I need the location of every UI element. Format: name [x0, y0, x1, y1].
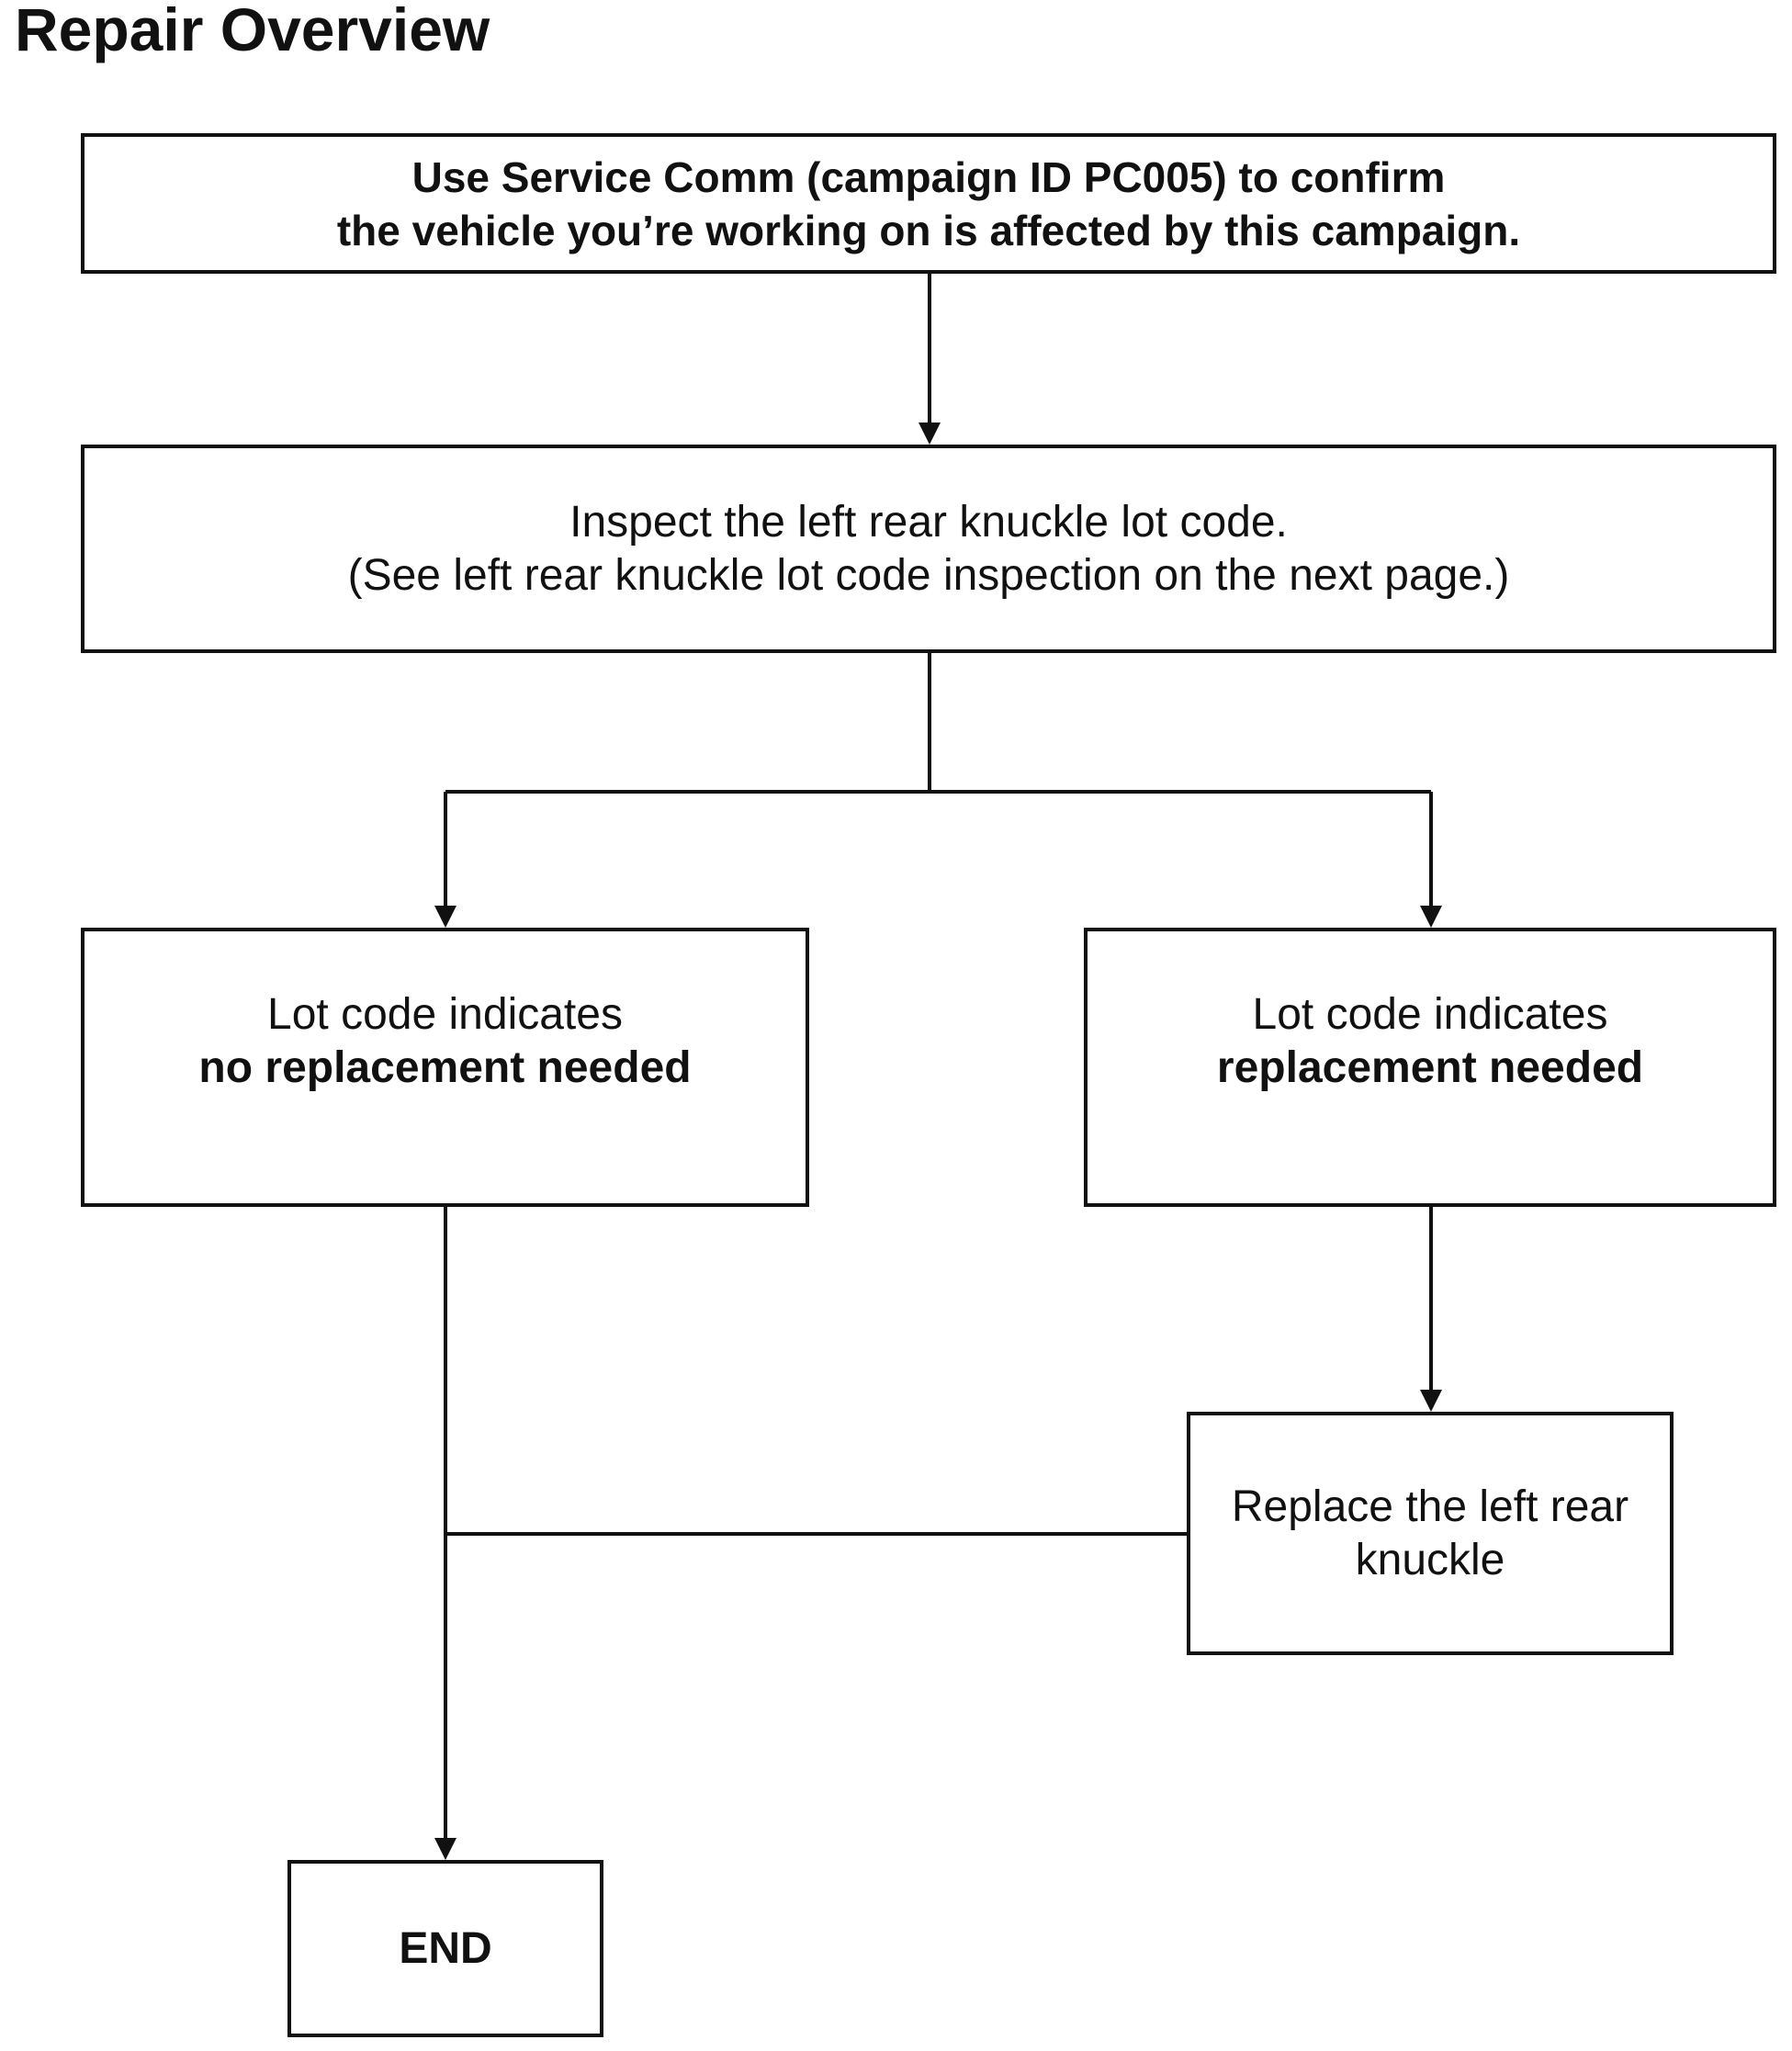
no-replacement-line-1: Lot code indicates: [267, 990, 623, 1039]
no-replacement-needed-box: Lot code indicates no replacement needed: [81, 928, 809, 1207]
replacement-line-1: Lot code indicates: [1252, 990, 1608, 1039]
inspect-step-line-2: (See left rear knuckle lot code inspecti…: [347, 550, 1510, 600]
end-box: END: [287, 1860, 603, 2037]
no-replacement-line-2: no replacement needed: [198, 1043, 692, 1092]
confirm-step-line-1: Use Service Comm (campaign ID PC005) to …: [411, 152, 1446, 201]
arrowhead-to-no-replacement: [434, 906, 456, 928]
arrowhead-to-replacement: [1420, 906, 1442, 928]
page-title: Repair Overview: [15, 0, 490, 63]
replacement-needed-box: Lot code indicates replacement needed: [1084, 928, 1776, 1207]
inspect-step-line-1: Inspect the left rear knuckle lot code.: [569, 497, 1288, 547]
inspect-lot-code-step: Inspect the left rear knuckle lot code. …: [81, 445, 1776, 653]
replacement-line-2: replacement needed: [1216, 1043, 1644, 1092]
replace-step-line-1: Replace the left rear: [1231, 1482, 1629, 1531]
arrowhead-to-inspect: [919, 423, 941, 445]
arrowhead-to-replace: [1420, 1390, 1442, 1412]
confirm-campaign-step: Use Service Comm (campaign ID PC005) to …: [81, 133, 1776, 274]
replace-step-line-2: knuckle: [1355, 1535, 1505, 1584]
replace-knuckle-step: Replace the left rear knuckle: [1187, 1412, 1674, 1655]
arrowhead-to-end: [434, 1838, 456, 1860]
end-label: END: [399, 1923, 492, 1973]
confirm-step-line-2: the vehicle you’re working on is affecte…: [336, 206, 1521, 254]
